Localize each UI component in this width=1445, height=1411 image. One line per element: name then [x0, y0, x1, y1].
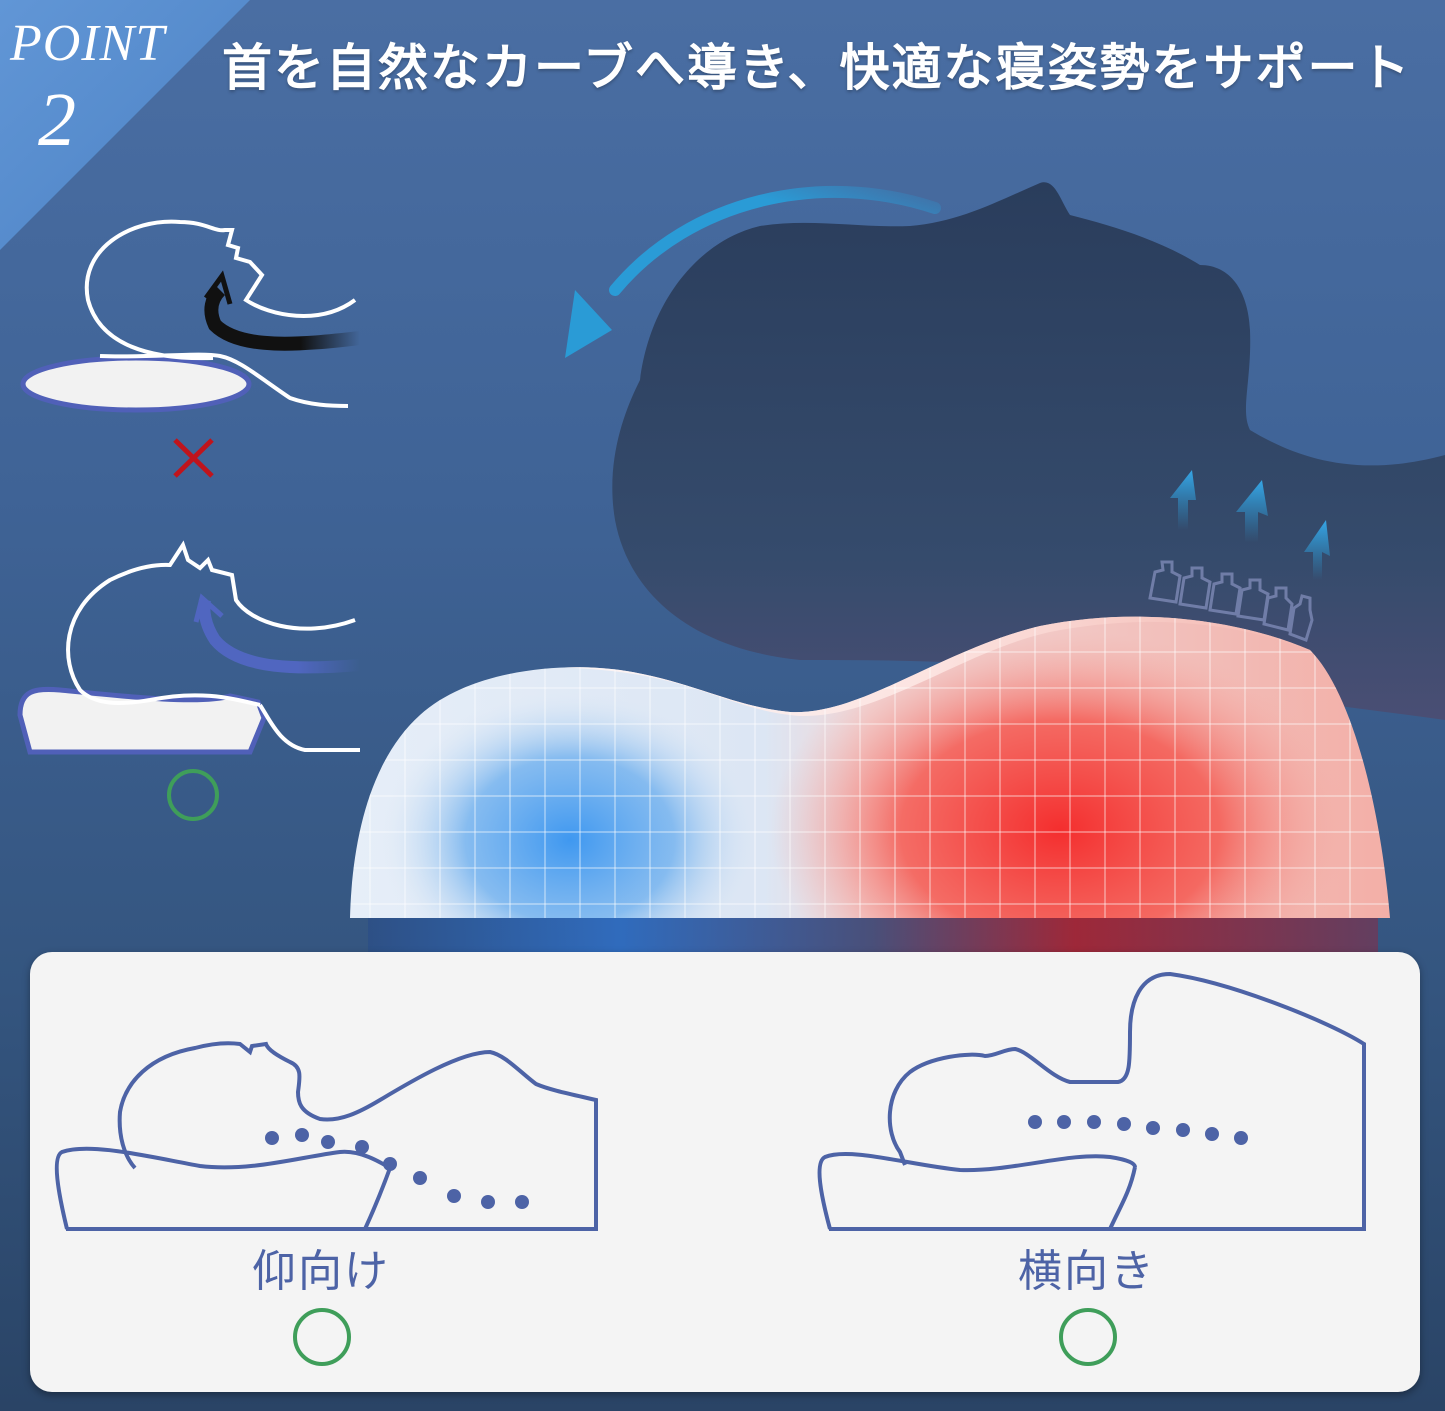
rotation-arrow-icon	[609, 185, 941, 296]
side-label: 横向き	[1018, 1246, 1156, 1297]
posture-panel: 仰向け 横向き	[30, 952, 1420, 1392]
ng-cross-icon	[173, 438, 214, 478]
pillow-base-strip	[368, 918, 1378, 954]
side-diagram	[817, 971, 1366, 1231]
side-spine-dots	[1028, 1115, 1248, 1145]
ok-circle-icon	[167, 769, 219, 821]
posture-diagrams	[54, 971, 1366, 1231]
blue-arrow-icon	[198, 598, 361, 674]
supine-label: 仰向け	[252, 1246, 390, 1297]
headline: 首を自然なカーブへ導き、快適な寝姿勢をサポート	[222, 38, 1412, 97]
side-ok-circle-icon	[1059, 1308, 1117, 1366]
black-arrow-icon	[204, 285, 361, 351]
point-label: POINT	[10, 15, 166, 72]
contoured-pillow-diagram	[17, 540, 361, 755]
supine-spine-dots	[265, 1128, 529, 1209]
point-badge: POINT 2	[0, 0, 250, 250]
point-number: 2	[38, 78, 76, 162]
supine-ok-circle-icon	[293, 1308, 351, 1366]
vertebrae-icon	[1148, 560, 1314, 642]
supine-diagram	[54, 1041, 598, 1231]
flat-pillow-diagram	[20, 219, 361, 413]
airflow-arrows-icon	[1170, 470, 1330, 580]
